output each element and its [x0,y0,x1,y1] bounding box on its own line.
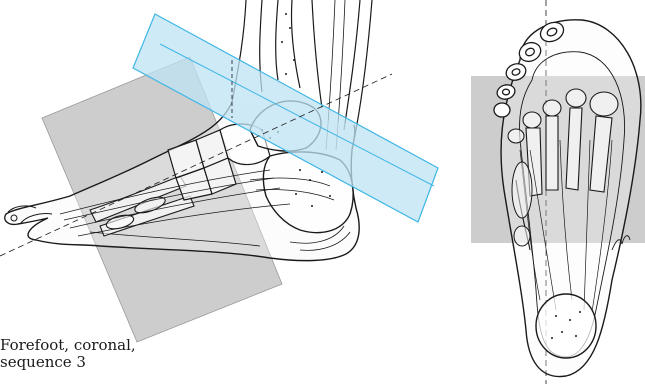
lateral-foot-illustration [0,0,438,342]
caption-line-2: sequence 3 [0,354,200,371]
heel-bone [536,294,596,358]
figure-caption: Forefoot, coronal, sequence 3 [0,337,200,371]
plantar-foot-illustration [471,0,645,384]
caption-line-1: Forefoot, coronal, [0,337,200,354]
